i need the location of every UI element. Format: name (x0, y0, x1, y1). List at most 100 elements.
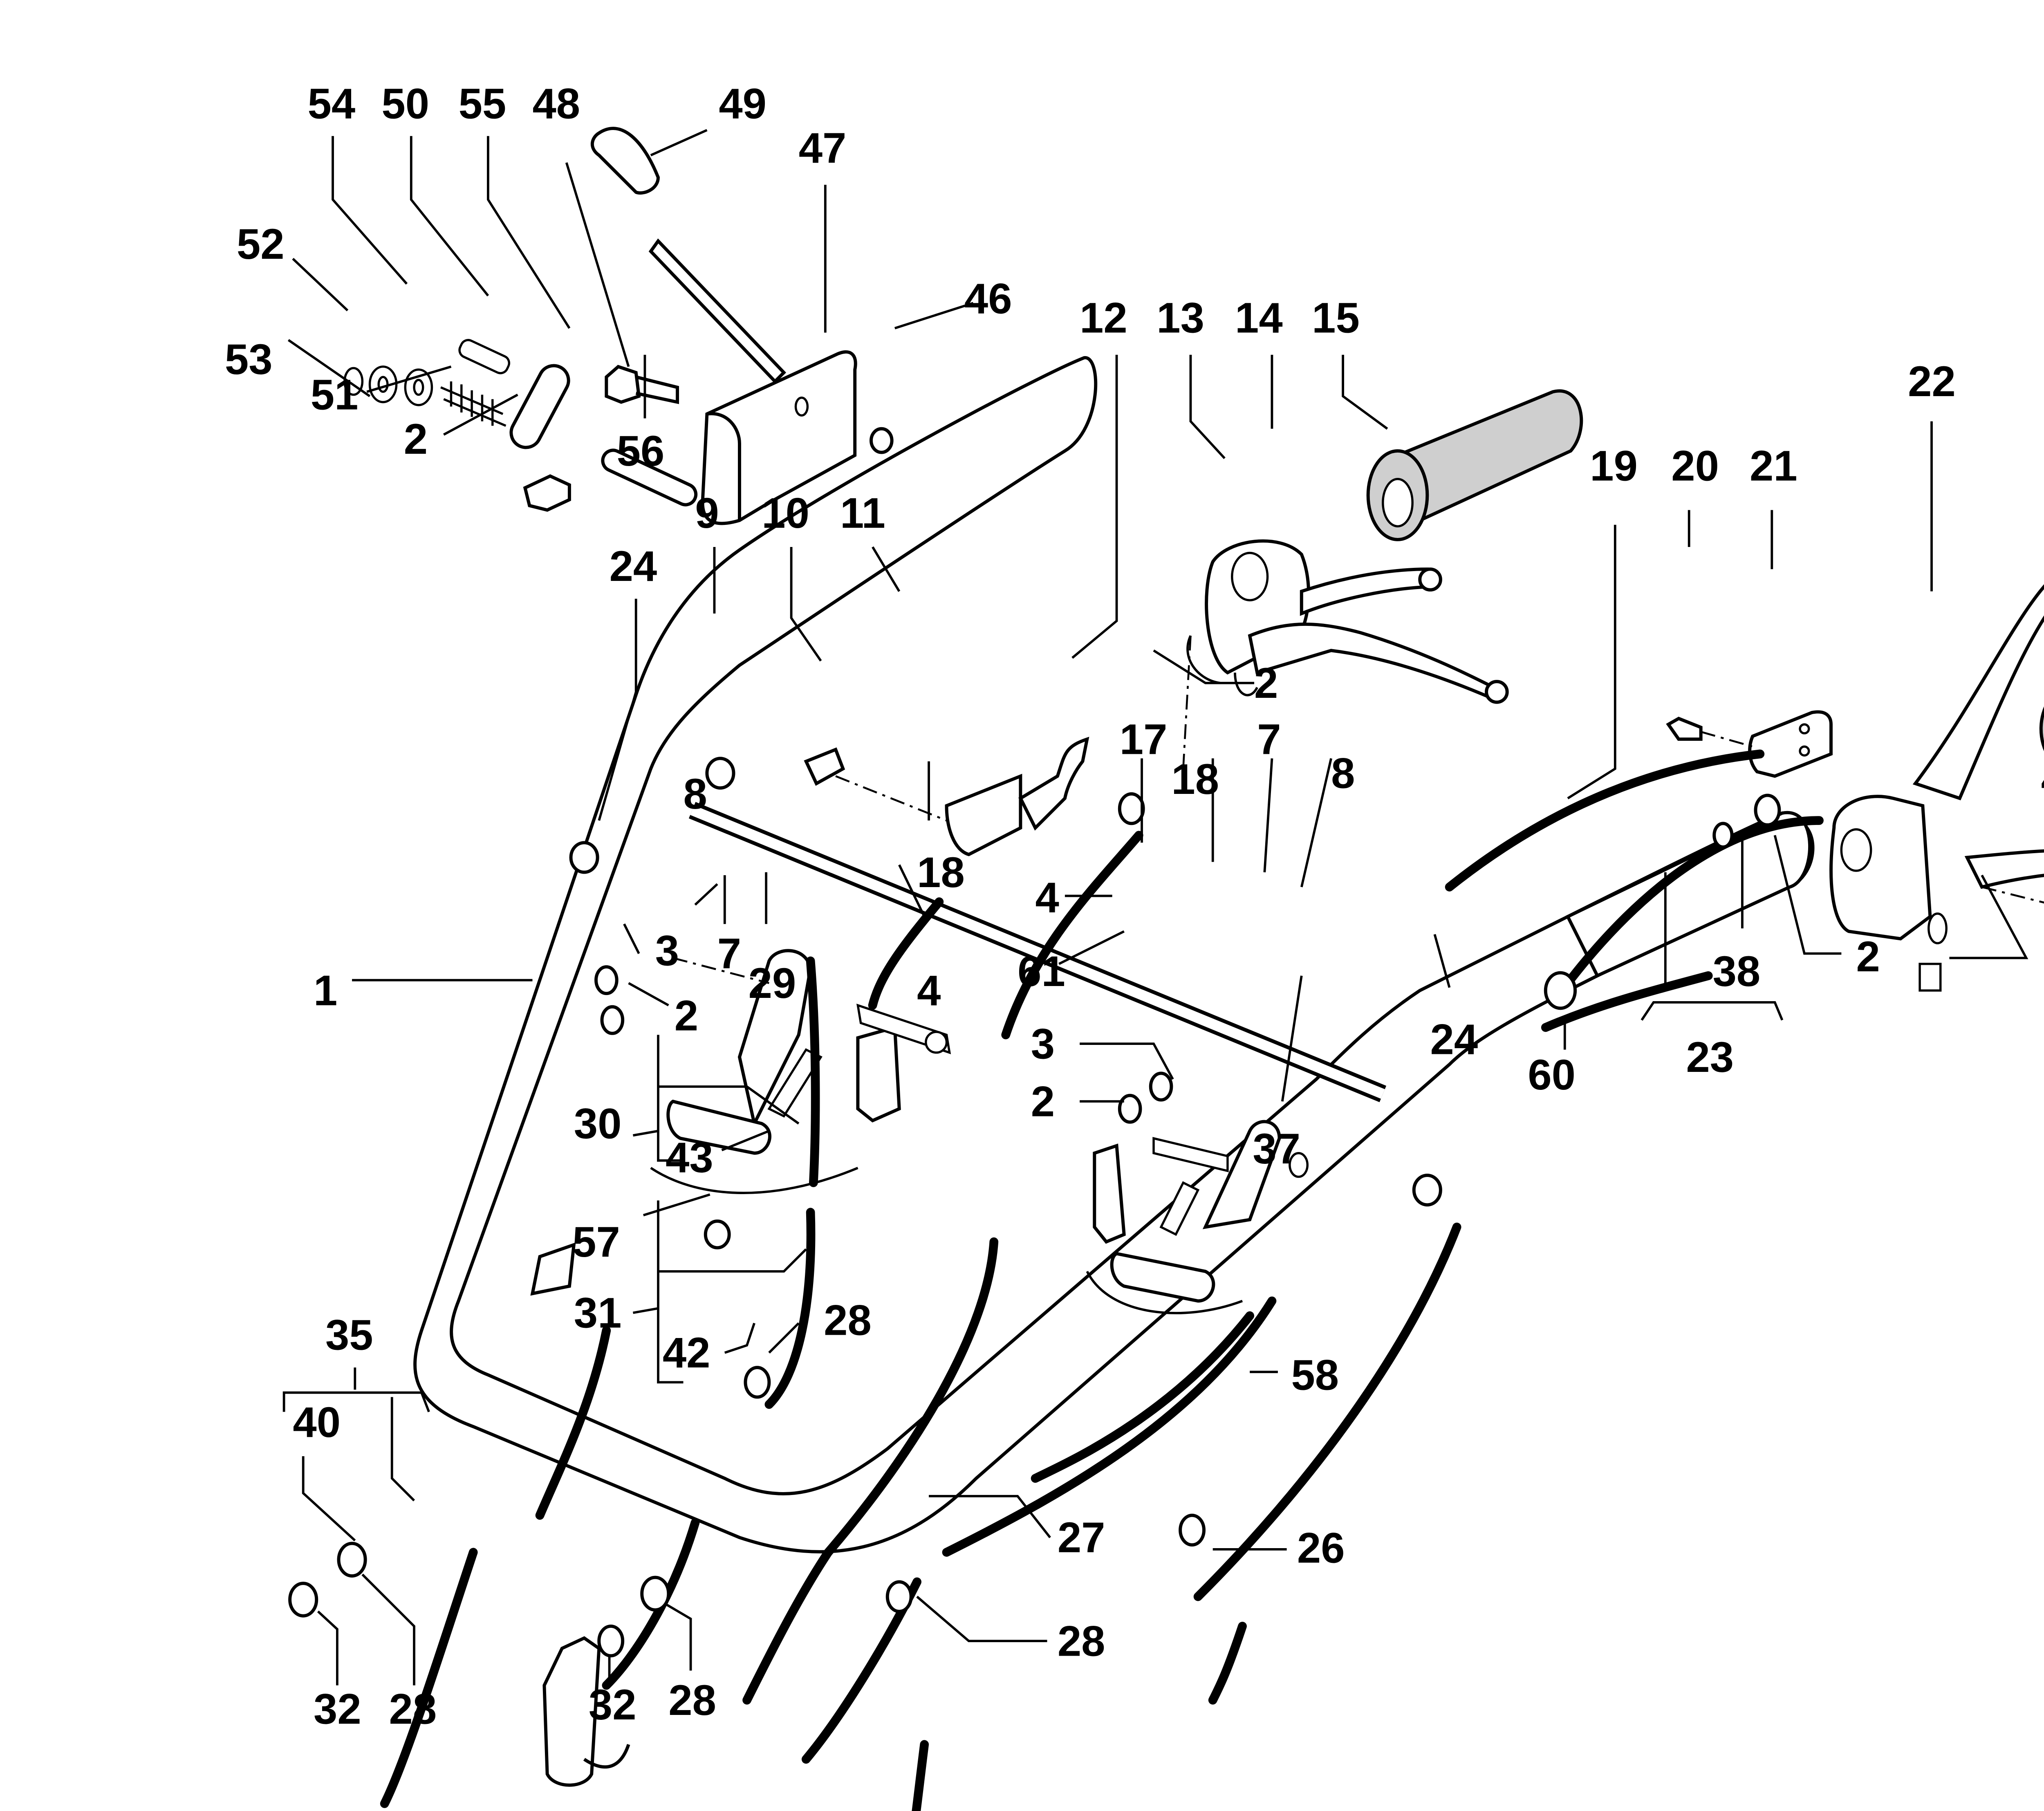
callout-7-right: 7 (1257, 715, 1281, 763)
clamp-60 (1544, 971, 1577, 1010)
callout-8-right: 8 (1331, 750, 1355, 798)
callout-56: 56 (617, 427, 665, 475)
callout-20: 20 (1671, 442, 1719, 490)
callout-21: 21 (1750, 442, 1797, 490)
callout-7-left: 7 (717, 930, 741, 978)
callout-32-left: 32 (314, 1685, 361, 1733)
callout-18-right: 18 (1171, 755, 1219, 803)
clip-10 (804, 747, 845, 786)
nipple-2-top (523, 474, 571, 512)
callout-23: 23 (1686, 1033, 1734, 1081)
lever-22 (1912, 584, 2044, 800)
callout-28-bottom: 28 (668, 1677, 716, 1724)
nut-24-right (1412, 1174, 1442, 1207)
bracket-47 (701, 350, 857, 525)
callout-45: 45 (2041, 755, 2044, 803)
pin-50 (458, 339, 511, 374)
callout-28-right: 28 (1058, 1617, 1105, 1665)
callout-3-right: 3 (1031, 1020, 1055, 1068)
lever-bracket-22 (1829, 795, 1932, 941)
callout-27: 27 (1058, 1514, 1105, 1562)
callout-2-throttle: 2 (1856, 933, 1880, 981)
callout-47: 47 (799, 124, 847, 172)
lever-rod-49 (648, 238, 787, 384)
callout-8-left: 8 (683, 770, 707, 818)
callout-55: 55 (459, 80, 507, 128)
lever-clip-13 (1186, 635, 1258, 697)
plate-1 (530, 1242, 576, 1296)
right-pivot-bracket (1086, 1120, 1309, 1314)
callout-labels: 54 50 55 48 49 47 52 53 51 2 56 46 12 13… (225, 80, 2044, 1733)
callout-61: 61 (1018, 948, 1065, 995)
callout-50: 50 (381, 80, 429, 128)
callout-17: 17 (1120, 715, 1168, 763)
pin-56 (601, 448, 698, 507)
switch-block-21 (1748, 710, 1833, 778)
callout-37: 37 (1253, 1125, 1300, 1173)
callout-2-lever: 2 (404, 415, 428, 463)
gear-lever-assembly (343, 127, 894, 525)
handle-grip-left-15 (1366, 389, 1583, 541)
throttle-bracket-12 (835, 737, 1089, 856)
callout-3-left: 3 (655, 927, 679, 975)
callout-57: 57 (572, 1218, 620, 1266)
frame-right-grip (1565, 811, 1812, 978)
spring-clip-45 (1927, 912, 1948, 944)
callout-4-left: 4 (917, 967, 941, 1015)
plate-55 (509, 364, 570, 449)
right-brake-lever (1829, 584, 2044, 992)
callout-32-mid: 32 (589, 1681, 637, 1729)
callout-48: 48 (532, 80, 580, 128)
knob-49 (590, 127, 660, 195)
callout-58: 58 (1291, 1351, 1339, 1399)
frame-foot (542, 1636, 630, 1787)
callout-9: 9 (695, 489, 719, 537)
callout-19: 19 (1590, 442, 1638, 490)
callout-49: 49 (719, 80, 766, 128)
callout-15-left: 15 (1312, 294, 1360, 342)
left-clutch-lever (1182, 539, 1509, 769)
callout-4-right: 4 (1035, 874, 1059, 921)
callout-53: 53 (225, 336, 273, 383)
callout-22: 22 (1908, 358, 1956, 406)
callout-54: 54 (308, 80, 356, 128)
callout-60: 60 (1528, 1051, 1576, 1099)
callout-24-right: 24 (1430, 1015, 1478, 1063)
callout-42: 42 (663, 1329, 710, 1377)
callout-1: 1 (314, 967, 337, 1015)
callout-18-left: 18 (917, 849, 965, 897)
callout-30: 30 (574, 1100, 622, 1148)
callout-2-left: 2 (675, 992, 698, 1040)
callout-28-left: 28 (389, 1685, 437, 1733)
callout-26: 26 (1297, 1524, 1345, 1572)
callout-10: 10 (762, 489, 809, 537)
callout-24-left: 24 (610, 542, 657, 590)
lever-lower (1248, 622, 1496, 700)
callout-35: 35 (325, 1311, 373, 1359)
leader-lines (282, 129, 2028, 1685)
callout-2-cable12: 2 (1254, 659, 1278, 707)
lever-upper (1300, 567, 1429, 616)
nut-24-left (569, 841, 599, 874)
callout-13: 13 (1156, 294, 1204, 342)
spring-51 (440, 381, 507, 427)
lever-lower-right (1964, 849, 2044, 889)
callout-43: 43 (666, 1134, 713, 1182)
callout-12: 12 (1080, 294, 1127, 342)
nut-46 (869, 427, 894, 454)
nut-9 (705, 757, 735, 790)
callout-51: 51 (311, 371, 359, 419)
callout-14: 14 (1235, 294, 1283, 342)
callout-2-right: 2 (1031, 1078, 1055, 1125)
label-45 (1918, 963, 1942, 992)
screw-20 (1666, 717, 1703, 741)
callout-29: 29 (749, 959, 796, 1007)
callout-38: 38 (1713, 948, 1761, 995)
handlebar-frame (413, 356, 1815, 1553)
callout-46: 46 (964, 275, 1012, 323)
left-pivot-bracket (650, 949, 951, 1194)
callout-28-mid: 28 (824, 1297, 872, 1345)
callout-31: 31 (574, 1289, 622, 1337)
callout-11: 11 (840, 489, 885, 537)
